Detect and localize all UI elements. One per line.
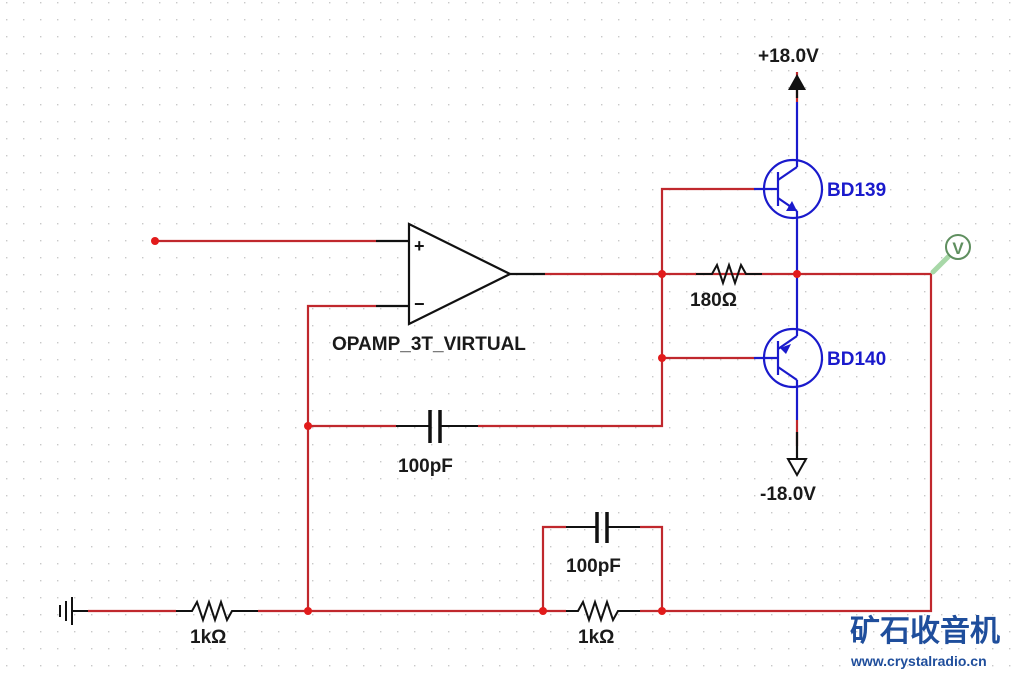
voltage-probe[interactable]: V [930,234,971,275]
vee-label: -18.0V [760,484,816,505]
wire-inverting-node[interactable] [306,304,376,611]
probe-v-icon [945,234,971,260]
watermark: 矿石收音机 www.crystalradio.cn [850,614,1000,669]
c-comp-label: 100pF [398,456,453,477]
r1k-feedback-label: 1kΩ [578,627,614,648]
ground-icon[interactable] [59,597,88,625]
opamp-triangle[interactable] [407,222,513,326]
wires [88,72,933,613]
capacitor-comp[interactable] [396,410,478,443]
wire-output-feedback[interactable] [662,272,933,613]
opamp-minus-label: − [414,294,425,314]
c-feedback-label: 100pF [566,556,621,577]
probe-stem [930,254,951,275]
vcc-label: +18.0V [758,46,819,67]
opamp-ref-label: OPAMP_3T_VIRTUAL [332,334,526,355]
bd139-label: BD139 [827,180,886,201]
resistor-180[interactable] [696,261,762,287]
vee-arrow-icon [786,458,808,478]
junction-dot [304,422,312,430]
supply-positive[interactable]: +18.0V [758,46,819,90]
junction-dot [658,270,666,278]
watermark-url: www.crystalradio.cn [850,653,987,669]
wire-bias-bus[interactable] [478,187,754,428]
opamp[interactable]: + − OPAMP_3T_VIRTUAL [332,222,526,355]
junction-dot[interactable] [151,237,159,245]
vcc-arrow-icon [788,74,806,90]
transistor-bd139[interactable] [754,102,824,274]
wire-fb-cap-left[interactable] [541,525,566,611]
junction-dot [539,607,547,615]
junction-dot [658,354,666,362]
resistor-1k-feedback[interactable] [566,598,640,624]
junction-dot [793,270,801,278]
junction-dot [304,607,312,615]
emitter-arrow-icon [780,344,791,354]
r180-label: 180Ω [690,290,737,311]
opamp-plus-label: + [414,236,425,256]
bd140-label: BD140 [827,349,886,370]
watermark-title: 矿石收音机 [850,614,1000,649]
emitter-arrow-icon [786,201,797,211]
junction-dot [658,607,666,615]
junctions [151,237,801,615]
probe-label: V [952,239,964,258]
wire-fb-cap-right[interactable] [640,525,664,611]
capacitor-feedback[interactable] [566,512,640,543]
resistor-1k-ground[interactable] [176,598,258,624]
transistor-bd140[interactable] [754,274,824,420]
supply-negative[interactable]: -18.0V [760,458,816,505]
r1k-ground-label: 1kΩ [190,627,226,648]
